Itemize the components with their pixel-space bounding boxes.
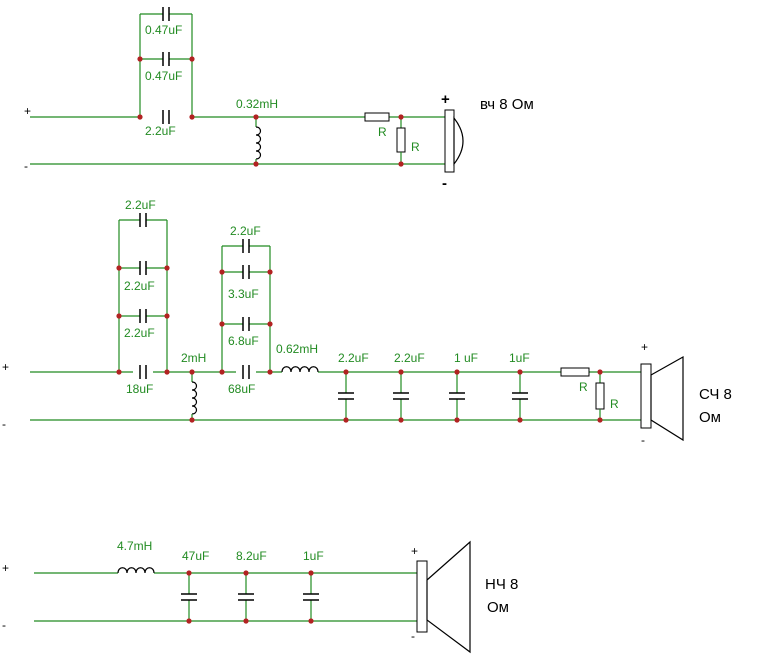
capacitor (119, 213, 167, 227)
inductor (117, 567, 155, 574)
cap-label: 2.2uF (145, 124, 176, 138)
midrange-section: 2.2uF 2.2uF 2.2uF 18uF 2mH 2 (2, 198, 732, 447)
inductor-label: 2mH (181, 351, 206, 365)
shunt-capacitor (338, 372, 354, 420)
resistor (595, 382, 605, 410)
inductor-label: 0.32mH (236, 97, 278, 111)
cap-label: 3.3uF (228, 287, 259, 301)
tweeter-section: 0.47uF 0.47uF 2.2uF 0.32mH R R + - + - в… (24, 7, 534, 192)
capacitor (140, 7, 192, 21)
capacitor (140, 52, 192, 66)
cap-label: 2.2uF (338, 351, 369, 365)
junction-dots (186, 570, 314, 624)
cap-label: 8.2uF (236, 549, 267, 563)
minus-sign: - (2, 618, 6, 632)
shunt-capacitor (393, 372, 409, 420)
speaker-plus-sign: + (411, 544, 418, 558)
cap-label: 0.47uF (145, 69, 182, 83)
capacitor (137, 363, 149, 381)
inductor (281, 366, 319, 373)
speaker-minus-sign: - (442, 175, 447, 192)
resistor-label: R (378, 125, 387, 139)
inductor-label: 0.62mH (276, 342, 318, 356)
midrange-speaker-icon (640, 355, 684, 442)
speaker-label: НЧ 8 (485, 576, 518, 593)
speaker-plus-sign: + (641, 340, 648, 354)
capacitor (240, 363, 252, 381)
resistor-label: R (579, 380, 588, 394)
junction-dots (137, 56, 404, 167)
shunt-capacitor (238, 573, 254, 621)
cap-label: 6.8uF (228, 334, 259, 348)
capacitor (222, 265, 270, 279)
cap-label: 2.2uF (124, 326, 155, 340)
cap-label: 0.47uF (145, 23, 182, 37)
cap-label: 2.2uF (125, 198, 156, 212)
speaker-minus-sign: - (641, 433, 645, 447)
tweeter-speaker-icon (444, 109, 464, 173)
speaker-label: Ом (487, 599, 509, 616)
shunt-capacitor (449, 372, 465, 420)
resistor-label: R (411, 140, 420, 154)
resistor (396, 127, 406, 153)
speaker-label: вч 8 Ом (480, 96, 534, 113)
capacitor (119, 261, 167, 275)
plus-sign: + (2, 360, 9, 374)
inductor (255, 117, 262, 164)
resistor (560, 367, 590, 377)
shunt-capacitor (303, 573, 319, 621)
speaker-minus-sign: - (411, 629, 415, 643)
cap-label: 68uF (228, 382, 255, 396)
cap-label: 2.2uF (394, 351, 425, 365)
shunt-capacitor (512, 372, 528, 420)
junction-dots (116, 265, 603, 423)
plus-sign: + (2, 561, 9, 575)
capacitor (119, 309, 167, 323)
capacitor (222, 317, 270, 331)
resistor-label: R (610, 397, 619, 411)
plus-sign: + (24, 104, 31, 118)
speaker-plus-sign: + (441, 91, 450, 108)
cap-label: 1uF (509, 351, 530, 365)
cap-label: 47uF (182, 549, 209, 563)
resistor (364, 112, 390, 122)
minus-sign: - (2, 417, 6, 431)
speaker-label: СЧ 8 (699, 386, 732, 403)
cap-label: 1uF (303, 549, 324, 563)
minus-sign: - (24, 159, 28, 173)
cap-label: 2.2uF (124, 279, 155, 293)
capacitor (222, 239, 270, 253)
shunt-capacitor (181, 573, 197, 621)
woofer-section: 4.7mH 47uF 8.2uF 1uF + - + - НЧ 8 Ом (2, 539, 518, 654)
cap-label: 2.2uF (230, 224, 261, 238)
cap-label: 18uF (126, 382, 153, 396)
speaker-label: Ом (699, 409, 721, 426)
capacitor (160, 108, 172, 126)
inductor (191, 372, 198, 420)
cap-label: 1 uF (454, 351, 478, 365)
inductor-label: 4.7mH (117, 539, 152, 553)
woofer-speaker-icon (416, 540, 471, 654)
